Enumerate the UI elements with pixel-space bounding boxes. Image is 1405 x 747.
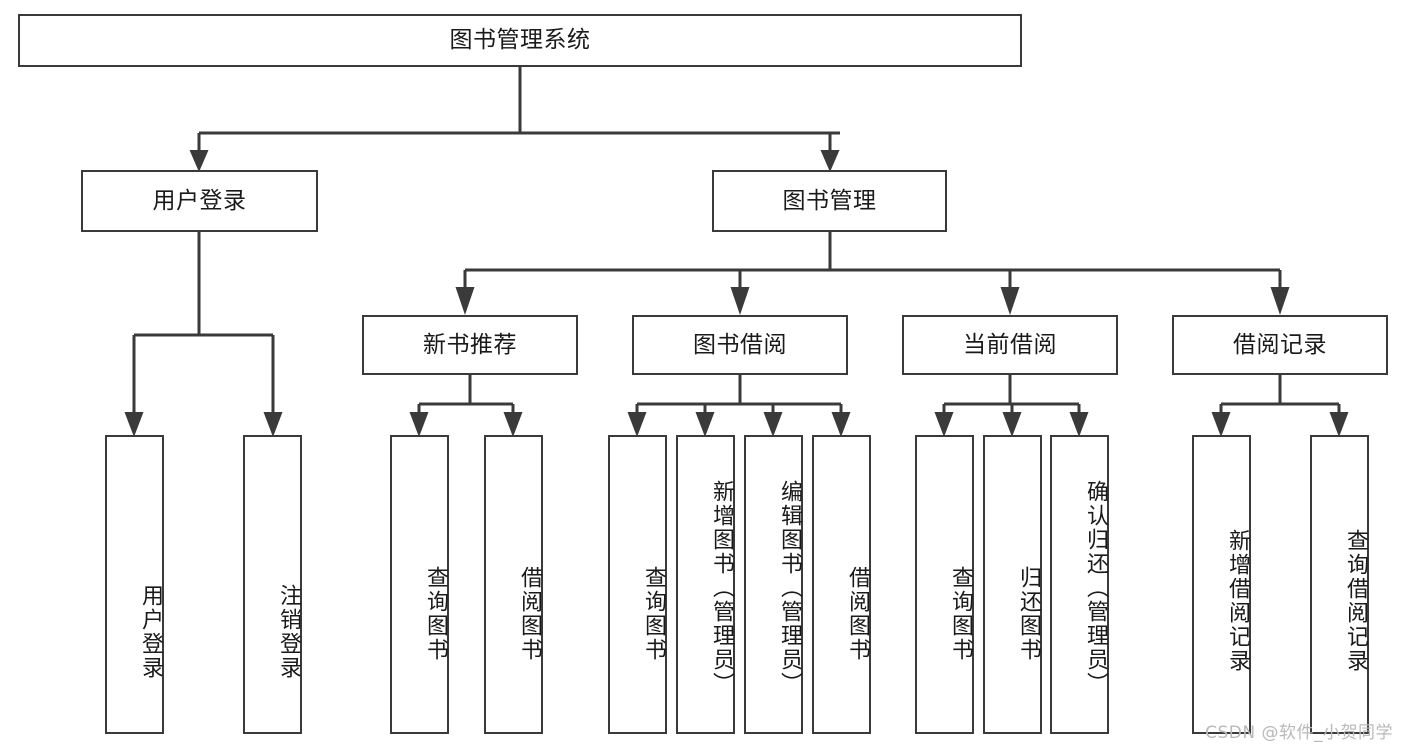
leaf-book-borrow-edit-admin[interactable]: 编辑图书（管理员） — [744, 435, 803, 734]
leaf-book-borrow-borrow[interactable]: 借阅图书 — [812, 435, 871, 734]
csdn-watermark: CSDN @软件_小贺同学 — [1205, 723, 1393, 743]
node-label: 注销登录 — [276, 583, 301, 680]
node-label: 查询图书 — [641, 565, 666, 662]
leaf-borrow-record-query[interactable]: 查询借阅记录 — [1310, 435, 1369, 734]
node-label: 图书管理 — [782, 187, 877, 214]
leaf-book-borrow-query[interactable]: 查询图书 — [608, 435, 667, 734]
node-label: 确认归还（管理员） — [1083, 479, 1108, 696]
leaf-user-login-logout[interactable]: 注销登录 — [243, 435, 302, 734]
leaf-book-borrow-add-admin[interactable]: 新增图书（管理员） — [676, 435, 735, 734]
node-label: 归还图书 — [1016, 565, 1041, 662]
node-label: 借阅图书 — [517, 565, 542, 662]
node-book-management[interactable]: 图书管理 — [712, 170, 947, 232]
node-label: 用户登录 — [138, 583, 163, 680]
leaf-current-borrow-return[interactable]: 归还图书 — [983, 435, 1042, 734]
node-label: 当前借阅 — [963, 331, 1057, 358]
node-label: 新书推荐 — [423, 331, 517, 358]
node-label: 查询借阅记录 — [1343, 528, 1368, 673]
leaf-user-login-login[interactable]: 用户登录 — [105, 435, 164, 734]
leaf-borrow-record-add[interactable]: 新增借阅记录 — [1192, 435, 1251, 734]
node-label: 编辑图书（管理员） — [777, 479, 802, 696]
node-label: 图书管理系统 — [449, 27, 591, 54]
node-label: 查询图书 — [423, 565, 448, 662]
node-label: 新增借阅记录 — [1225, 528, 1250, 673]
node-new-book-recommend[interactable]: 新书推荐 — [362, 315, 578, 375]
leaf-current-borrow-query[interactable]: 查询图书 — [915, 435, 974, 734]
leaf-new-book-borrow[interactable]: 借阅图书 — [484, 435, 543, 734]
node-root-system[interactable]: 图书管理系统 — [18, 14, 1022, 67]
leaf-current-borrow-confirm-admin[interactable]: 确认归还（管理员） — [1050, 435, 1109, 734]
node-label: 新增图书（管理员） — [709, 479, 734, 696]
node-book-borrow[interactable]: 图书借阅 — [632, 315, 848, 375]
node-label: 借阅图书 — [845, 565, 870, 662]
node-label: 借阅记录 — [1233, 331, 1327, 358]
node-borrow-record[interactable]: 借阅记录 — [1172, 315, 1388, 375]
leaf-new-book-query[interactable]: 查询图书 — [390, 435, 449, 734]
node-user-login[interactable]: 用户登录 — [81, 170, 318, 232]
node-current-borrow[interactable]: 当前借阅 — [902, 315, 1118, 375]
node-label: 查询图书 — [948, 565, 973, 662]
node-label: 用户登录 — [152, 187, 247, 214]
node-label: 图书借阅 — [693, 331, 787, 358]
